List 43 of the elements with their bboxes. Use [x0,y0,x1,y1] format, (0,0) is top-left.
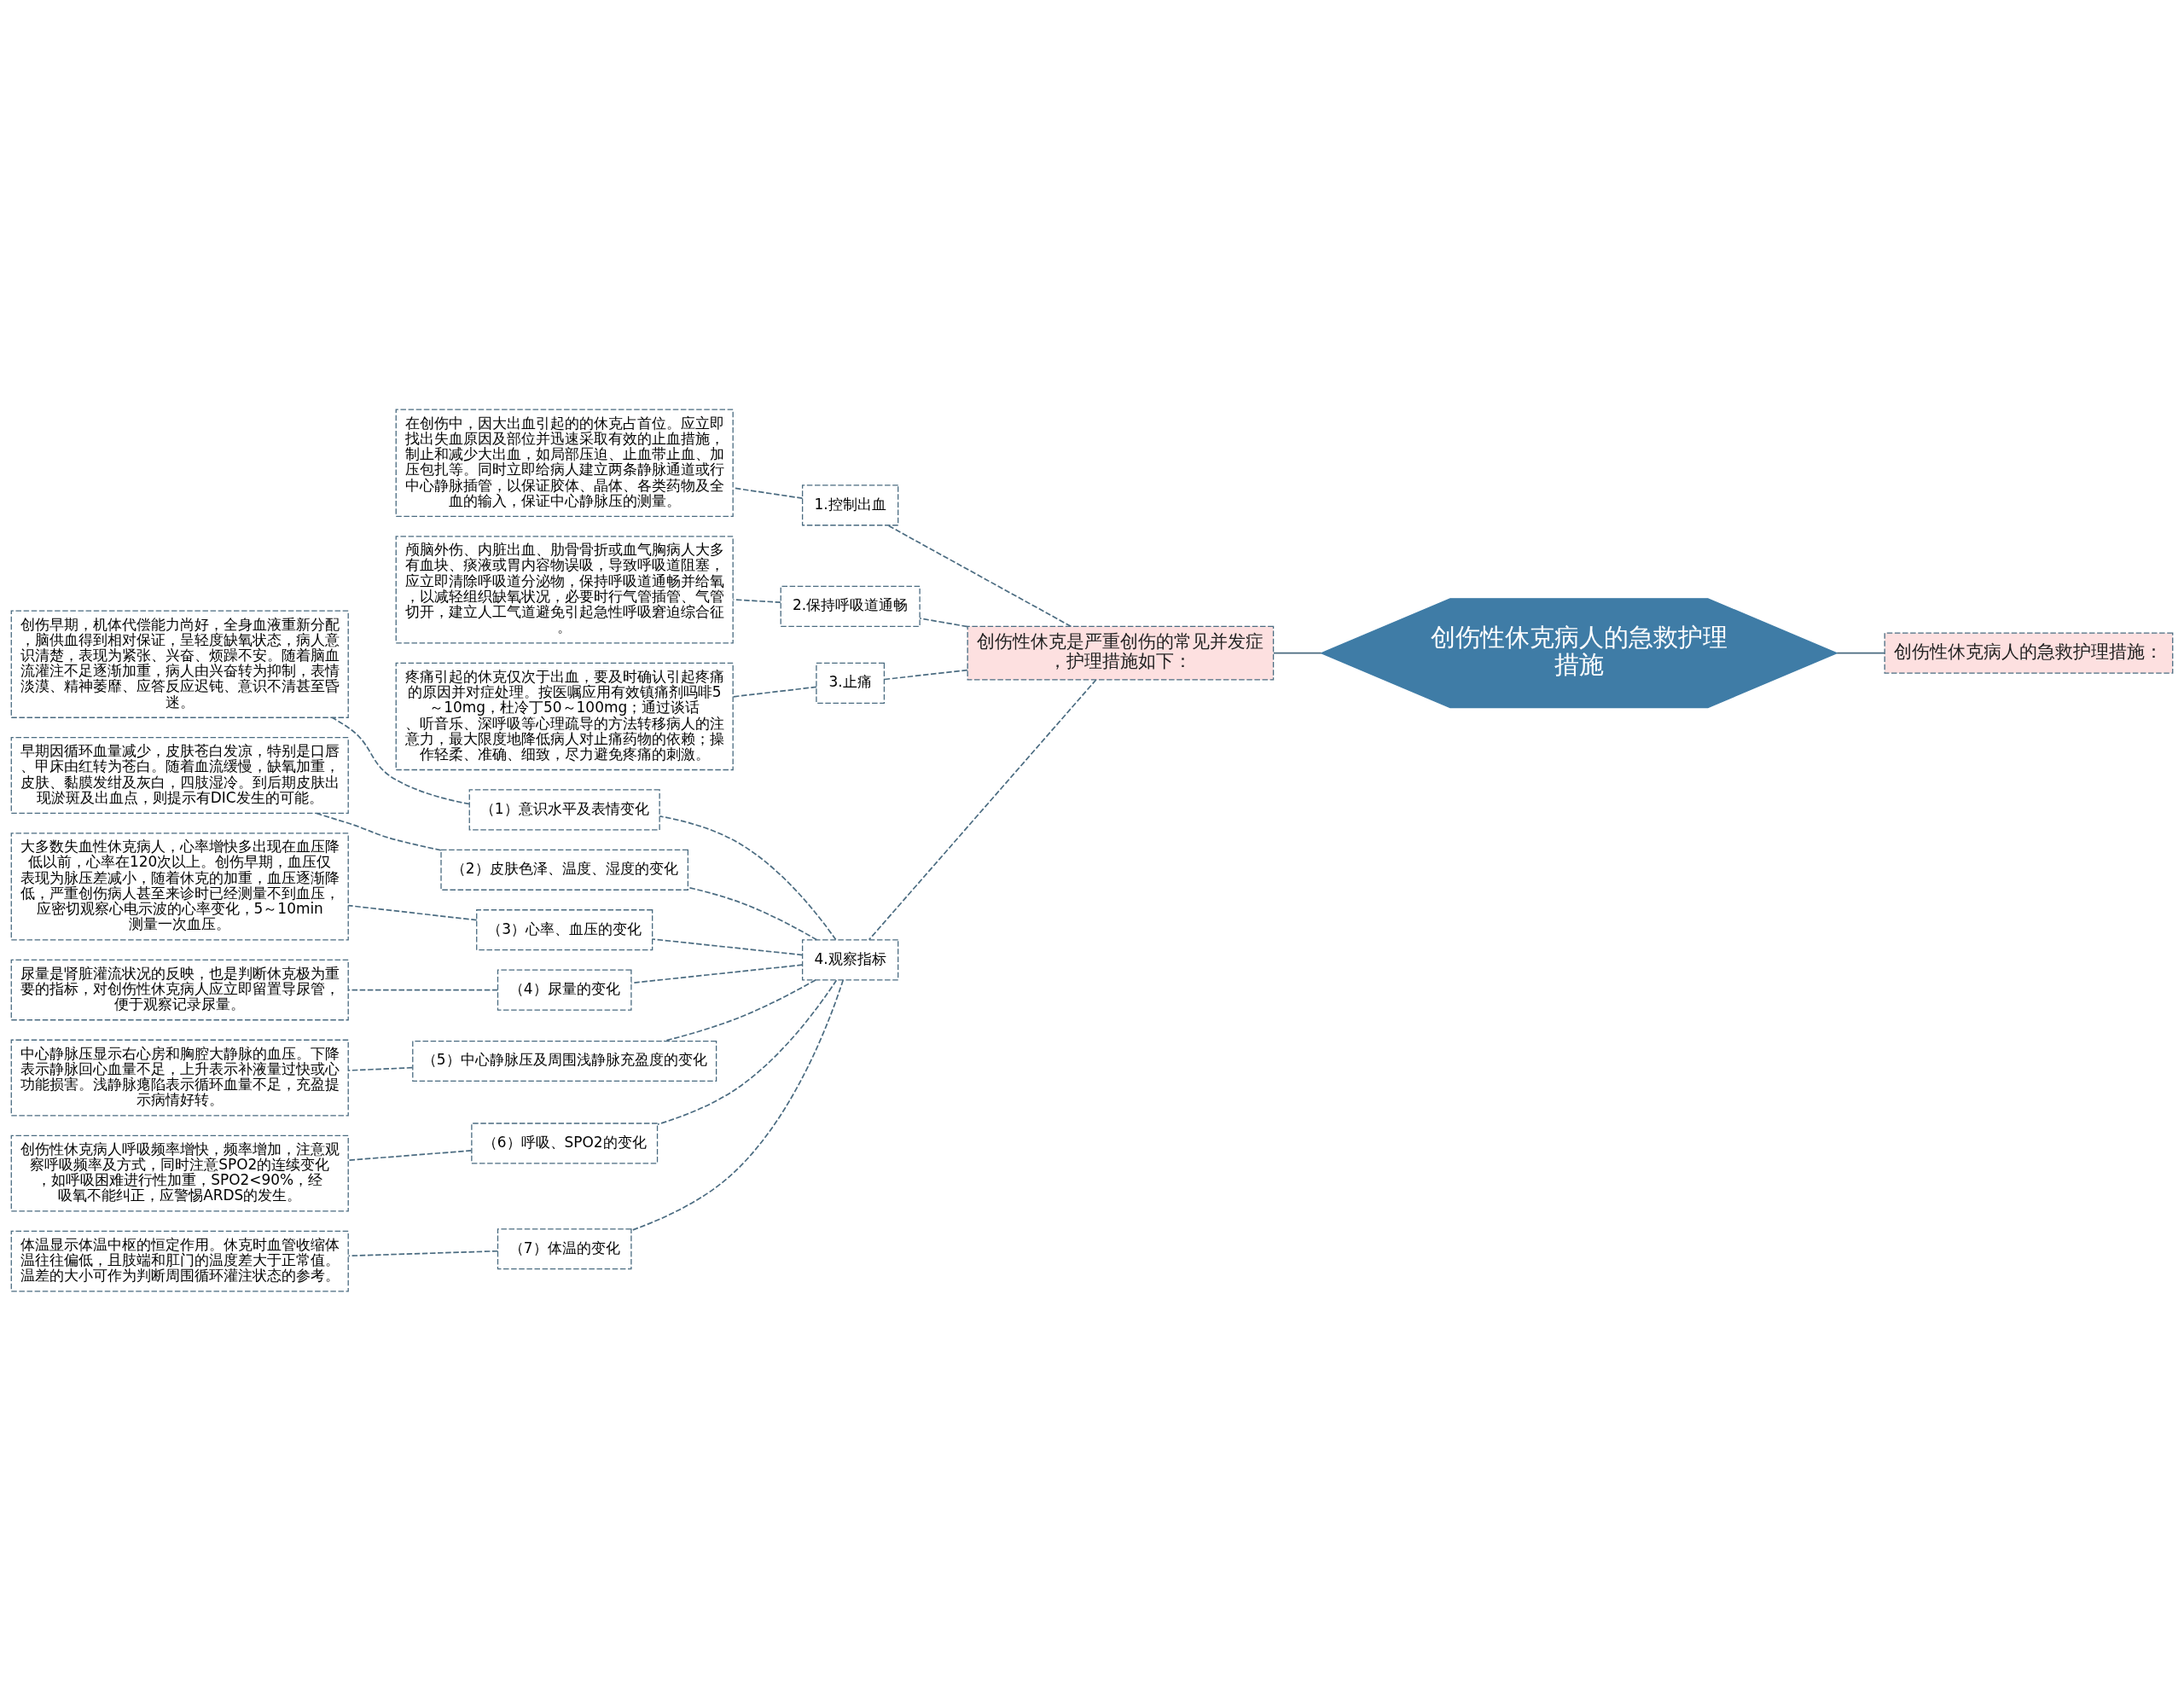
connector [732,686,817,698]
connector [652,937,804,955]
connector [868,678,1097,940]
node-box: 体温显示体温中枢的恒定作用。休克时血管收缩体温往往偏低，且肢端和肛门的温度差大于正常值。温差的大小可作为判断周围循环灌注状态的参考。 [10,1230,349,1291]
connector [919,617,968,627]
connector [659,815,837,940]
node-box: 2.保持呼吸道通畅 [780,585,921,627]
node-box: （4）尿量的变化 [497,968,632,1011]
connector [1273,652,1322,653]
node-box: 3.止痛 [816,662,886,704]
connector [347,989,499,990]
connector [1836,652,1885,653]
node-box: 疼痛引起的休克仅次于出血，要及时确认引起疼痛的原因并对症处理。按医嘱应用有效镇痛剂吗啡5～10mg，杜冷丁50～100mg；通过谈话、听音乐、深呼吸等心理疏导的方法转移病人的注意力，最大限度地降低病人对止痛药物的依赖；操作轻柔、准确、细致，尽力避免疼痛的刺激。 [395,662,734,770]
connector [630,963,804,983]
connector [886,524,1072,627]
node-box: 1.控制出血 [801,484,899,525]
connector [347,904,478,920]
node-box: （5）中心静脉压及周围浅静脉充盈度的变化 [412,1040,717,1082]
node-box: 早期因循环血量减少，皮肤苍白发凉，特别是口唇、甲床由红转为苍白。随着血流缓慢，缺氧加重，皮肤、黏膜发绀及灰白，四肢湿冷。到后期皮肤出现淤斑及出血点，则提示有DIC发生的可能。 [10,736,349,814]
node-box: 中心静脉压显示右心房和胸腔大静脉的血压。下降表示静脉回心血量不足，上升表示补液量过快或心功能损害。浅静脉瘪陷表示循环血量不足，充盈提示病情好转。 [10,1039,349,1116]
node-box: 4.观察指标 [801,938,899,980]
node-box: 尿量是肾脏灌流状况的反映，也是判断休克极为重要的指标，对创伤性休克病人应立即留置导尿管，便于观察记录尿量。 [10,959,349,1020]
connector [687,886,818,941]
connector [732,598,781,603]
connector [347,1149,473,1161]
connector [883,669,968,680]
node-box: 创伤性休克病人的急救护理措施： [1884,632,2174,674]
node-box: （7）体温的变化 [497,1227,632,1269]
node-box: 颅脑外伤、内脏出血、肋骨骨折或血气胸病人大多有血块、痰液或胃内容物误吸，导致呼吸道阻塞，应立即清除呼吸道分泌物，保持呼吸道通畅并给氧，以减轻组织缺氧状况，必要时行气管插管、气管切开，建立人工气道避免引起急性呼吸窘迫综合征。 [395,535,734,644]
node-box: （6）呼吸、SPO2的变化 [471,1122,659,1164]
node-box: 创伤早期，机体代偿能力尚好，全身血液重新分配，脑供血得到相对保证，呈轻度缺氧状态，病人意识清楚，表现为紧张、兴奋、烦躁不安。随着脑血流灌注不足逐渐加重，病人由兴奋转为抑制，表情淡漠、精神萎靡、应答反应迟钝、意识不清甚至昏迷。 [10,609,349,718]
connector [657,979,838,1125]
connector [347,1066,414,1071]
node-box: （3）心率、血压的变化 [476,908,653,950]
node-box: （1）意识水平及表情变化 [468,788,660,831]
node-box: 创伤性休克病人呼吸频率增快，频率增加，注意观察呼吸频率及方式，同时注意SPO2的连续变化，如呼吸困难进行性加重，SPO2<90%，经吸氧不能纠正，应警惕ARDS的发生。 [10,1134,349,1212]
connector [331,716,471,804]
node-box: 大多数失血性休克病人，心率增快多出现在血压降低以前，心率在120次以上。创伤早期，血压仅表现为脉压差减小，随着休克的加重，血压逐渐降低，严重创伤病人甚至来诊时已经测量不到血压，应密切观察心电示波的心率变化，5～10min测量一次血压。 [10,832,349,941]
connector [630,978,845,1231]
node-box: （2）皮肤色泽、温度、湿度的变化 [440,849,688,891]
node-box: 在创伤中，因大出血引起的的休克占首位。应立即找出失血原因及部位并迅速采取有效的止血措施，制止和减少大出血，如局部压迫、止血带止血、加压包扎等。同时立即给病人建立两条静脉通道或行中心静脉插管，以保证胶体、晶体、各类药物及全血的输入，保证中心静脉压的测量。 [395,409,734,517]
connector [347,1250,499,1256]
node-box: 创伤性休克是严重创伤的常见并发症，护理措施如下： [967,625,1275,681]
